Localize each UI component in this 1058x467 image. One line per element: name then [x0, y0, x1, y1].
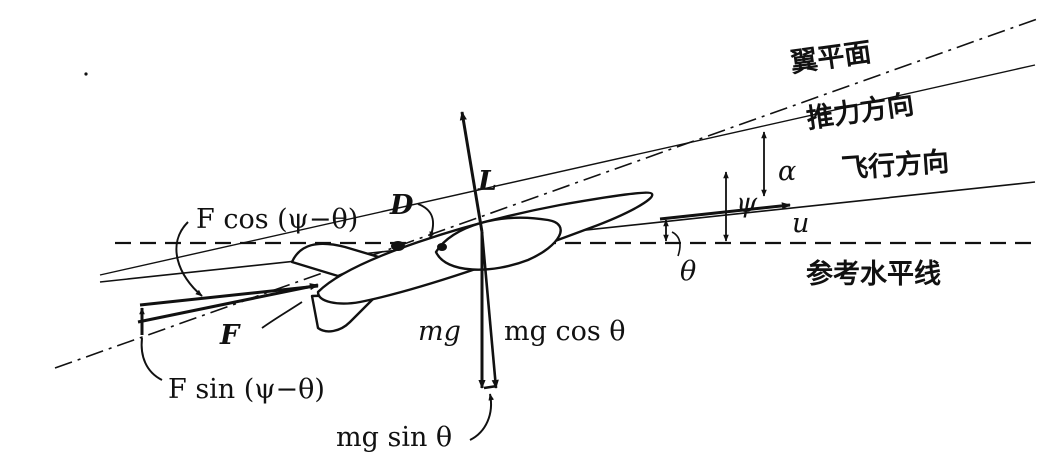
label-psi: ψ	[736, 188, 758, 219]
label-alpha: α	[778, 156, 796, 187]
label-lift: L	[477, 166, 497, 197]
thrust-normal-pointer-line	[140, 337, 163, 381]
thrust-direction-line	[99, 64, 1036, 276]
label-weight-normal: mg cos θ	[504, 316, 626, 347]
lift-vector-arrow	[459, 111, 484, 233]
label-wing-plane: 翼平面	[789, 37, 874, 79]
velocity-u-arrow	[659, 202, 791, 221]
aircraft-shape	[290, 191, 654, 333]
thrust-pointer-line	[261, 301, 303, 329]
label-thrust-axial: F cos (ψ−θ)	[196, 204, 358, 235]
theta-pointer-line	[671, 231, 681, 257]
thrust-axial-pointer-line	[175, 221, 203, 297]
aircraft-lower-tail	[310, 292, 380, 333]
aircraft-tail-fin	[290, 242, 384, 278]
aircraft-wing	[434, 216, 562, 271]
thrust-axial-component-line	[139, 284, 319, 307]
aircraft-hub-mark-2	[437, 243, 447, 251]
scan-speck	[84, 72, 88, 76]
label-drag: D	[389, 190, 414, 221]
label-weight: mg	[418, 316, 461, 347]
label-thrust-direction: 推力方向	[805, 88, 916, 135]
label-velocity-u: u	[792, 208, 809, 239]
label-weight-axial: mg sin θ	[336, 422, 452, 453]
weight-axial-component-arrow	[483, 384, 498, 390]
drag-pointer-line	[417, 203, 435, 239]
label-theta: θ	[680, 256, 696, 287]
label-thrust: F	[219, 320, 241, 351]
label-thrust-normal: F sin (ψ−θ)	[168, 374, 325, 405]
aircraft-hub-mark	[391, 241, 405, 251]
weight-axial-pointer-line	[469, 393, 494, 441]
label-flight-direction: 飞行方向	[840, 146, 950, 185]
thrust-vector-arrow	[137, 283, 319, 324]
weight-normal-component-arrow	[480, 231, 499, 389]
label-reference-horizontal: 参考水平线	[806, 258, 941, 290]
wing-plane-line	[54, 17, 1041, 369]
